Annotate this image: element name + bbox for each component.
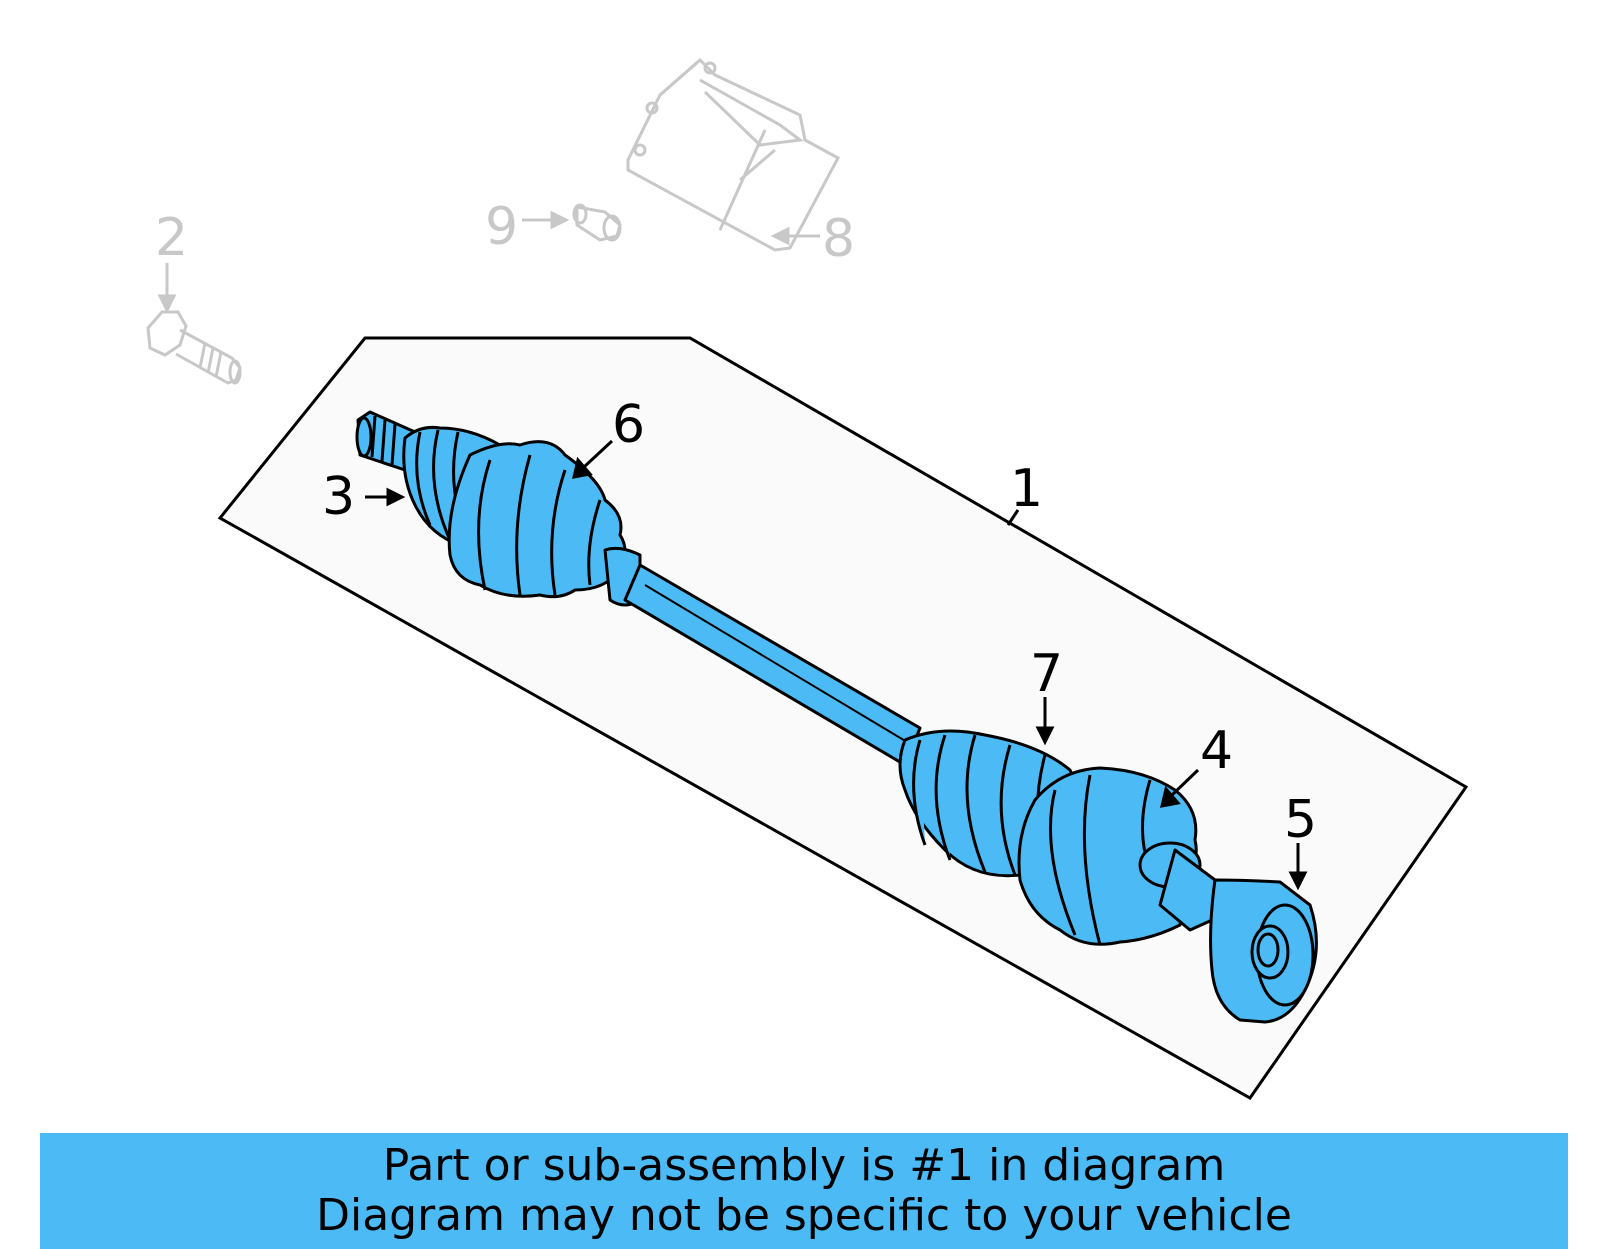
axle-shaft-icon (355, 410, 1318, 1024)
callout-7: 7 (1030, 644, 1063, 704)
callout-5: 5 (1284, 790, 1317, 850)
banner-line-2: Diagram may not be specific to your vehi… (316, 1190, 1292, 1241)
callout-1: 1 (1010, 459, 1043, 519)
heat-shield-icon (626, 57, 841, 252)
info-banner: Part or sub-assembly is #1 in diagram Di… (40, 1133, 1568, 1249)
bolt-icon (146, 310, 242, 385)
callout-6: 6 (612, 395, 645, 455)
callout-3: 3 (322, 467, 355, 527)
banner-line-1: Part or sub-assembly is #1 in diagram (382, 1140, 1226, 1191)
leaders (365, 439, 1308, 891)
callout-9: 9 (485, 197, 518, 257)
callout-2: 2 (155, 208, 188, 268)
nut-icon (572, 203, 622, 242)
parts-diagram: 1 2 3 4 5 6 7 8 9 (146, 57, 1469, 1100)
callout-8: 8 (822, 209, 855, 269)
callout-4: 4 (1200, 721, 1233, 781)
faded-leaders (157, 210, 820, 314)
